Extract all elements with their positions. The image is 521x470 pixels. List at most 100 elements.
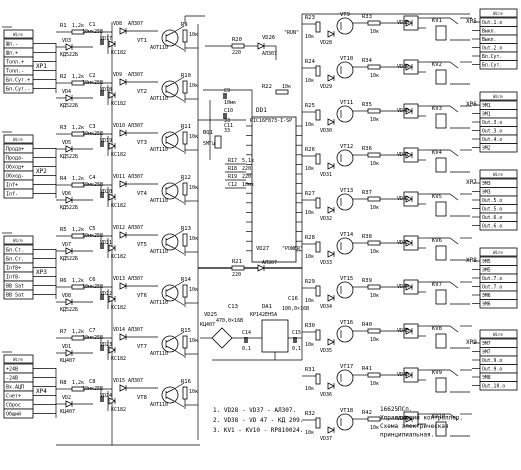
connector-pin-label: ЭМ8 bbox=[482, 375, 491, 381]
connector-pin bbox=[479, 60, 518, 70]
wire bbox=[173, 349, 185, 357]
wire bbox=[165, 39, 175, 45]
connector-pin-label: ЭМ6 bbox=[482, 302, 491, 308]
pullup-value: 10к bbox=[189, 338, 198, 344]
resistor-a-ref: R24 bbox=[305, 59, 316, 65]
diode-type: КД522Б bbox=[60, 52, 78, 58]
pullup-value: 10к bbox=[189, 134, 198, 140]
output-transistor-ref: VT17 bbox=[340, 364, 353, 370]
led-ref: VD12 bbox=[113, 225, 125, 231]
optocoupler-led bbox=[405, 195, 413, 203]
c16-value: 100,0×16В bbox=[282, 306, 309, 312]
led-diode bbox=[119, 231, 127, 239]
wire bbox=[426, 61, 459, 69]
wire bbox=[173, 196, 185, 204]
output-led bbox=[327, 30, 335, 38]
capacitor-ref: C7 bbox=[89, 328, 96, 334]
pullup-resistor bbox=[182, 29, 188, 43]
resistor-a-value: 10к bbox=[305, 298, 314, 304]
capacitor-value: 10мк25В bbox=[82, 29, 103, 35]
mid-component-value: 220 bbox=[242, 166, 251, 172]
resistor-value: 1,2к bbox=[72, 23, 84, 29]
zener-type: КС182 bbox=[111, 305, 126, 311]
wire bbox=[165, 286, 175, 292]
led-diode bbox=[119, 180, 127, 188]
flyback-diode-ref: VD44 bbox=[397, 284, 409, 290]
wire bbox=[426, 281, 459, 289]
wire bbox=[165, 396, 175, 402]
optocoupler-type: АОТ110 bbox=[150, 402, 168, 408]
wire bbox=[165, 243, 175, 249]
resistor-ref: R3 bbox=[60, 125, 67, 131]
relay-ref: KV7 bbox=[432, 282, 442, 288]
capacitor-value: 10мк25В bbox=[82, 182, 103, 188]
output-resistor-a bbox=[315, 417, 321, 429]
output-led bbox=[327, 382, 335, 390]
connector-header-label: Wire bbox=[493, 94, 503, 99]
capacitor-ref: C1 bbox=[89, 22, 96, 28]
led-ref: VD14 bbox=[113, 327, 125, 333]
flyback-diode-ref: VD39 bbox=[397, 64, 409, 70]
wire bbox=[173, 145, 185, 153]
connector-pin-label: Out.7.o bbox=[482, 276, 502, 282]
led-type: АЛ307 bbox=[128, 378, 143, 384]
led-type: АЛ307 bbox=[128, 225, 143, 231]
connector-pin-label: Прода- bbox=[6, 156, 24, 162]
wire bbox=[426, 193, 459, 201]
wire bbox=[173, 382, 185, 390]
connector-pin-label: Inf8- bbox=[6, 275, 21, 281]
pullup-resistor bbox=[182, 335, 188, 349]
connector-pin-label: ЭМ5 bbox=[482, 259, 491, 265]
connector-pin bbox=[3, 289, 34, 300]
optocoupler-led bbox=[405, 19, 413, 27]
output-resistor-a bbox=[315, 329, 321, 341]
resistor-b-value: 10к bbox=[370, 205, 379, 211]
capacitor-value: 10мк25В bbox=[82, 131, 103, 137]
relay-coil bbox=[435, 157, 447, 173]
pullup-ref: R13 bbox=[181, 226, 191, 232]
output-led bbox=[327, 426, 335, 434]
zener-diode bbox=[108, 295, 116, 303]
output-led bbox=[327, 162, 335, 170]
optocoupler-transistor bbox=[161, 284, 179, 302]
voltage-regulator bbox=[261, 319, 289, 353]
diode-ref: VD8 bbox=[62, 293, 71, 299]
zener-ref: VD23 bbox=[100, 342, 112, 348]
input-resistor bbox=[71, 80, 85, 86]
diode-ref: VD2 bbox=[62, 395, 71, 401]
component-layer bbox=[2, 8, 518, 437]
input-diode bbox=[65, 298, 73, 306]
input-diode bbox=[65, 94, 73, 102]
optocoupler-led bbox=[405, 327, 413, 335]
resistor-a-ref: R27 bbox=[305, 191, 315, 197]
wire-layer bbox=[33, 13, 480, 446]
resistor-a-ref: R32 bbox=[305, 411, 315, 417]
led-diode bbox=[119, 78, 127, 86]
transistor-ref: VT2 bbox=[137, 89, 147, 95]
resistor-b-ref: R33 bbox=[362, 14, 372, 20]
optocoupler-led bbox=[405, 415, 413, 423]
run-led-ref: VD26 bbox=[262, 35, 275, 41]
wire bbox=[165, 90, 175, 96]
resistor-b-value: 10к bbox=[370, 161, 379, 167]
transistor-ref: VT6 bbox=[137, 293, 147, 299]
connector-pin-label: ЭМ1 bbox=[482, 103, 491, 109]
title-block-line: Схема электрическая bbox=[380, 423, 449, 430]
zener-ref: VD20 bbox=[100, 189, 112, 195]
connector-pin-label: ЭМ7 bbox=[482, 341, 491, 347]
led-type: АЛ307 bbox=[128, 21, 143, 27]
input-resistor bbox=[71, 386, 85, 392]
pullup-resistor bbox=[182, 233, 188, 247]
resistor-value: 1,2к bbox=[72, 176, 84, 182]
connector-pin-label: Inf8+ bbox=[6, 266, 21, 272]
led-type: АЛ307 bbox=[128, 123, 143, 129]
optocoupler-type: АОТ110 bbox=[150, 300, 168, 306]
diode-ref: VD4 bbox=[62, 89, 71, 95]
resistor-a-ref: R25 bbox=[305, 103, 315, 109]
output-transistor bbox=[336, 325, 354, 343]
crystal-ref: BQ1 bbox=[203, 130, 213, 136]
mid-component-value: 220 bbox=[242, 174, 251, 180]
run-led-type: АЛ307 bbox=[262, 51, 277, 57]
wire bbox=[173, 280, 185, 288]
resistor-a-ref: R23 bbox=[305, 15, 315, 21]
